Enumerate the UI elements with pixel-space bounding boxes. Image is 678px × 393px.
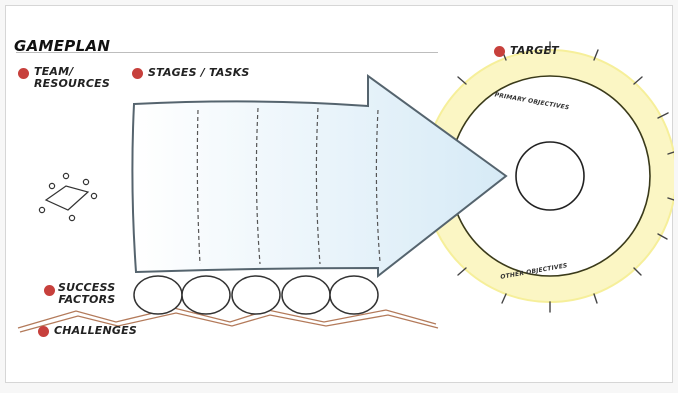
challenge-hills bbox=[17, 307, 439, 333]
marker-dot-target bbox=[494, 46, 505, 57]
page-title: GAMEPLAN bbox=[14, 37, 111, 55]
target-halo bbox=[423, 49, 674, 303]
marker-dot-stages bbox=[132, 68, 143, 79]
label-success-factors: SUCCESS FACTORS bbox=[58, 281, 116, 306]
label-challenges: CHALLENGES bbox=[54, 324, 137, 337]
label-team-resources: TEAM/ RESOURCES bbox=[34, 65, 110, 90]
gameplan-graphics bbox=[17, 41, 674, 333]
marker-dot-challenges bbox=[38, 326, 49, 337]
title-underline bbox=[16, 52, 438, 53]
marker-dot-success bbox=[44, 285, 55, 296]
success-factor-ellipses bbox=[133, 275, 379, 315]
people-around-table-icon bbox=[38, 172, 98, 222]
label-target: TARGET bbox=[510, 44, 559, 57]
label-stages-tasks: STAGES / TASKS bbox=[148, 66, 250, 79]
stage-dividers bbox=[196, 107, 381, 265]
halo-ticks bbox=[457, 41, 674, 313]
target-bullseye bbox=[515, 141, 585, 211]
gameplan-canvas: GAMEPLAN TEAM/ RESOURCES STAGES / TASKS … bbox=[5, 5, 674, 383]
marker-dot-team bbox=[18, 68, 29, 79]
stages-arrow bbox=[131, 74, 508, 279]
